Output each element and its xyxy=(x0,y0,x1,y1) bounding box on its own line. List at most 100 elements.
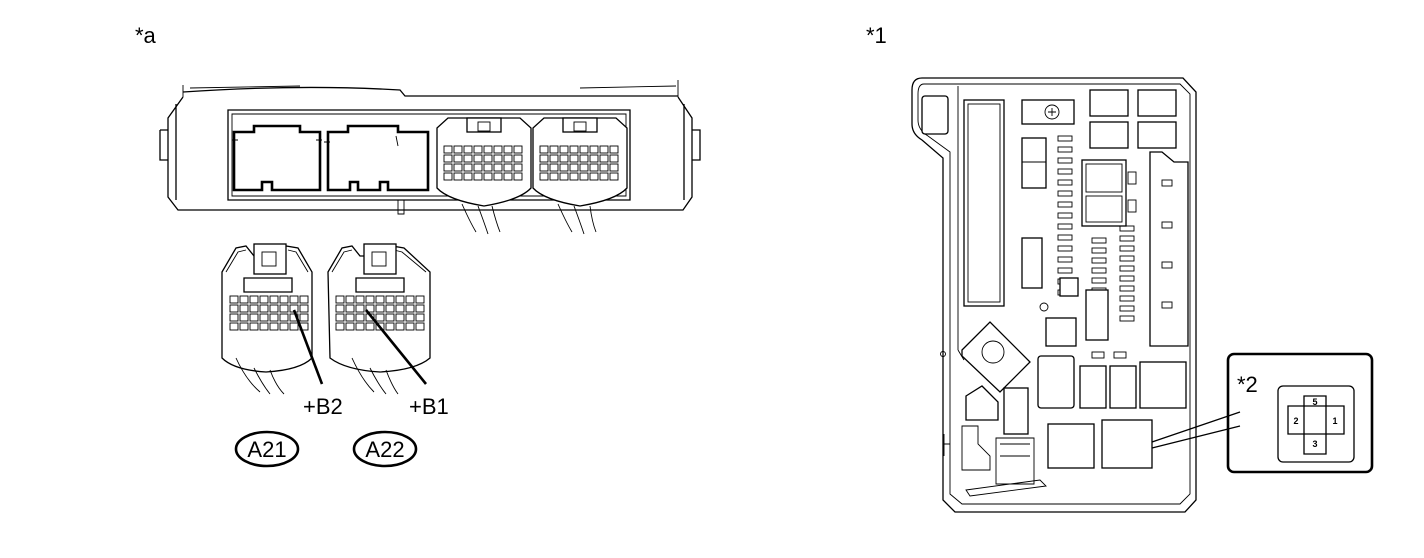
fuse-slot xyxy=(1119,275,1135,282)
pin-cell xyxy=(473,145,483,154)
pin-cell xyxy=(443,163,453,172)
fuse-slot xyxy=(1119,245,1135,252)
pin-cell xyxy=(473,154,483,163)
pin-cell xyxy=(355,313,365,322)
pin-cell xyxy=(249,322,259,331)
pin-cell xyxy=(269,295,279,304)
pin-cell xyxy=(609,163,619,172)
pin-cell xyxy=(415,313,425,322)
pin-cell xyxy=(259,304,269,313)
badge-a21: A21 xyxy=(234,430,300,468)
relay-highlighted xyxy=(1101,419,1153,469)
pin-cell xyxy=(579,172,589,181)
pin-cell xyxy=(503,154,513,163)
pin-cell xyxy=(569,154,579,163)
pin-cell xyxy=(405,313,415,322)
fuse-slot xyxy=(1057,146,1073,153)
pin-cell xyxy=(385,295,395,304)
pin-cell xyxy=(269,322,279,331)
pin-cell xyxy=(493,154,503,163)
pin-cell xyxy=(453,145,463,154)
pin-cell xyxy=(239,313,249,322)
pin-cell xyxy=(345,313,355,322)
pin-cell xyxy=(229,313,239,322)
fuse-slot xyxy=(1119,305,1135,312)
pin-cell xyxy=(269,313,279,322)
pin-cell xyxy=(395,295,405,304)
fuse-slot xyxy=(1057,223,1073,230)
pin-cell xyxy=(345,322,355,331)
relay-pin-right: 1 xyxy=(1332,416,1337,426)
pin-cell xyxy=(559,163,569,172)
pin-cell xyxy=(609,154,619,163)
pin-cell xyxy=(539,154,549,163)
pin-cell xyxy=(579,154,589,163)
leader-b2 xyxy=(292,309,324,385)
pin-cell xyxy=(513,154,523,163)
pin-cell xyxy=(259,313,269,322)
pin-cell xyxy=(415,304,425,313)
fuse-slot xyxy=(1091,237,1107,244)
pin-cell xyxy=(589,145,599,154)
pin-cell xyxy=(269,304,279,313)
pin-cell xyxy=(549,154,559,163)
pin-cell xyxy=(443,172,453,181)
junction-block xyxy=(911,77,1197,513)
fuse-slot xyxy=(1119,235,1135,242)
badge-a22: A22 xyxy=(352,430,418,468)
pin-cell xyxy=(279,304,289,313)
fuse-slot xyxy=(1057,234,1073,241)
pin-cell xyxy=(483,172,493,181)
label-item-1: *1 xyxy=(866,23,887,48)
pin-cell xyxy=(355,304,365,313)
relay-pin-bottom: 3 xyxy=(1312,439,1317,449)
label-terminal-b1: +B1 xyxy=(409,394,449,419)
pin-cell xyxy=(279,295,289,304)
pin-cell xyxy=(443,154,453,163)
pin-cell xyxy=(589,172,599,181)
pin-cell xyxy=(599,145,609,154)
pin-cell xyxy=(473,163,483,172)
pin-cell xyxy=(289,322,299,331)
pin-cell xyxy=(483,163,493,172)
pin-cell xyxy=(579,145,589,154)
fuse-slot xyxy=(1091,257,1107,264)
fuse-slot xyxy=(1057,168,1073,175)
pin-cell xyxy=(249,304,259,313)
pin-cell xyxy=(463,163,473,172)
fuse-slot xyxy=(1057,201,1073,208)
pin-cell xyxy=(589,163,599,172)
pin-cell xyxy=(375,304,385,313)
svg-text:A21: A21 xyxy=(247,437,286,462)
fuse-slot xyxy=(1057,135,1073,142)
pin-cell xyxy=(609,172,619,181)
pin-cell xyxy=(503,172,513,181)
label-terminal-b2: +B2 xyxy=(303,394,343,419)
pin-cell xyxy=(569,163,579,172)
pin-cell xyxy=(385,322,395,331)
pin-cell xyxy=(415,322,425,331)
ecu-socket-2 xyxy=(324,124,430,192)
pin-cell xyxy=(299,304,309,313)
pin-cell xyxy=(365,322,375,331)
pin-cell xyxy=(335,304,345,313)
pin-cell xyxy=(549,145,559,154)
fuse-slot xyxy=(1119,255,1135,262)
pin-cell xyxy=(229,295,239,304)
pin-cell xyxy=(365,295,375,304)
pin-cell xyxy=(229,304,239,313)
pin-cell xyxy=(493,172,503,181)
pin-cell xyxy=(443,145,453,154)
fuse-slot xyxy=(1127,199,1137,213)
pin-cell xyxy=(415,295,425,304)
pin-cell xyxy=(239,322,249,331)
pin-cell xyxy=(375,322,385,331)
pin-cell xyxy=(463,154,473,163)
pin-cell xyxy=(279,322,289,331)
pin-cell xyxy=(395,322,405,331)
ecu-plug-a21 xyxy=(436,117,532,235)
pin-cell xyxy=(559,145,569,154)
fuse-slot xyxy=(1161,261,1173,269)
pin-cell xyxy=(483,145,493,154)
